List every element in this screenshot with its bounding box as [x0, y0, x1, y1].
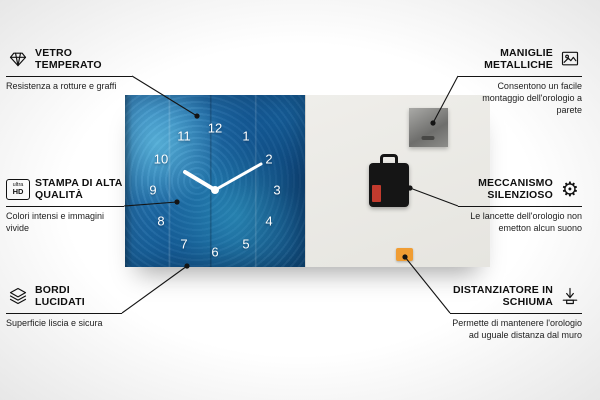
callout-head: VETRO TEMPERATO: [6, 47, 132, 78]
callout-head: MECCANISMO SILENZIOSO ⚙: [458, 177, 582, 208]
clock-numeral: 6: [211, 244, 219, 260]
callout-title: BORDI LUCIDATI: [35, 284, 85, 309]
gear-glyph: ⚙: [561, 177, 579, 202]
callout-vetro-temperato: VETRO TEMPERATO Resistenza a rotture e g…: [6, 47, 132, 93]
callout-stampa-alta-qualita: ultra HD STAMPA DI ALTA QUALITÀ Colori i…: [6, 177, 124, 235]
clock-numeral: 7: [180, 236, 188, 252]
wall-clock-product-image: 12 1 2 3 4 5 6 7 8 9 10 11: [125, 95, 490, 267]
foam-spacer-icon: [558, 284, 582, 308]
ultra-hd-badge-line2: HD: [12, 187, 24, 197]
callout-bordi-lucidati: BORDI LUCIDATI Superficie liscia e sicur…: [6, 284, 122, 330]
clock-front-view: 12 1 2 3 4 5 6 7 8 9 10 11: [125, 95, 305, 267]
callout-title: DISTANZIATORE IN SCHIUMA: [452, 284, 553, 309]
ultra-hd-icon: ultra HD: [6, 177, 30, 201]
gear-icon: ⚙: [558, 177, 582, 201]
callout-maniglie-metalliche: MANIGLIE METALLICHE Consentono un facile…: [458, 47, 582, 116]
ultra-hd-badge-line1: ultra: [12, 181, 24, 188]
callout-head: BORDI LUCIDATI: [6, 284, 122, 315]
clock-numeral: 12: [207, 120, 223, 136]
clock-hands: [183, 162, 263, 194]
diamond-icon: [6, 47, 30, 71]
foam-spacer: [395, 248, 413, 261]
clock-numeral: 8: [157, 213, 165, 229]
callout-subtitle: Consentono un facile montaggio dell'orol…: [482, 81, 582, 115]
callout-title: MANIGLIE METALLICHE: [484, 47, 553, 72]
callout-subtitle: Permette di mantenere l'orologio ad ugua…: [452, 318, 582, 340]
battery: [371, 185, 381, 202]
callout-subtitle: Resistenza a rotture e graffi: [6, 81, 117, 92]
clock-numeral: 4: [265, 213, 273, 229]
callout-head: ultra HD STAMPA DI ALTA QUALITÀ: [6, 177, 124, 208]
callout-meccanismo-silenzioso: MECCANISMO SILENZIOSO ⚙ Le lancette dell…: [458, 177, 582, 235]
callout-title: VETRO TEMPERATO: [35, 47, 102, 72]
callout-title: MECCANISMO SILENZIOSO: [478, 177, 553, 202]
callout-distanziatore-schiuma: DISTANZIATORE IN SCHIUMA Permette di man…: [450, 284, 582, 342]
clock-numeral: 3: [273, 182, 281, 198]
callout-subtitle: Colori intensi e immagini vivide: [6, 211, 105, 233]
clock-numeral: 5: [242, 236, 250, 252]
mechanism-hook: [379, 154, 398, 166]
callout-head: DISTANZIATORE IN SCHIUMA: [450, 284, 582, 315]
ultra-hd-badge: ultra HD: [6, 178, 30, 200]
callout-subtitle: Superficie liscia e sicura: [6, 318, 103, 329]
clock-numeral: 10: [153, 151, 169, 167]
clock-numeral: 2: [265, 151, 273, 167]
clock-numeral: 9: [149, 182, 157, 198]
picture-frame-icon: [558, 47, 582, 71]
clock-back-view: [304, 95, 490, 267]
clock-mechanism: [368, 154, 409, 207]
polished-edges-icon: [6, 284, 30, 308]
callout-subtitle: Le lancette dell'orologio non emetton al…: [470, 211, 582, 233]
callout-head: MANIGLIE METALLICHE: [458, 47, 582, 78]
metal-hanger: [408, 108, 448, 147]
callout-title: STAMPA DI ALTA QUALITÀ: [35, 177, 123, 202]
clock-numeral: 1: [242, 128, 250, 144]
clock-numeral: 11: [177, 128, 191, 144]
